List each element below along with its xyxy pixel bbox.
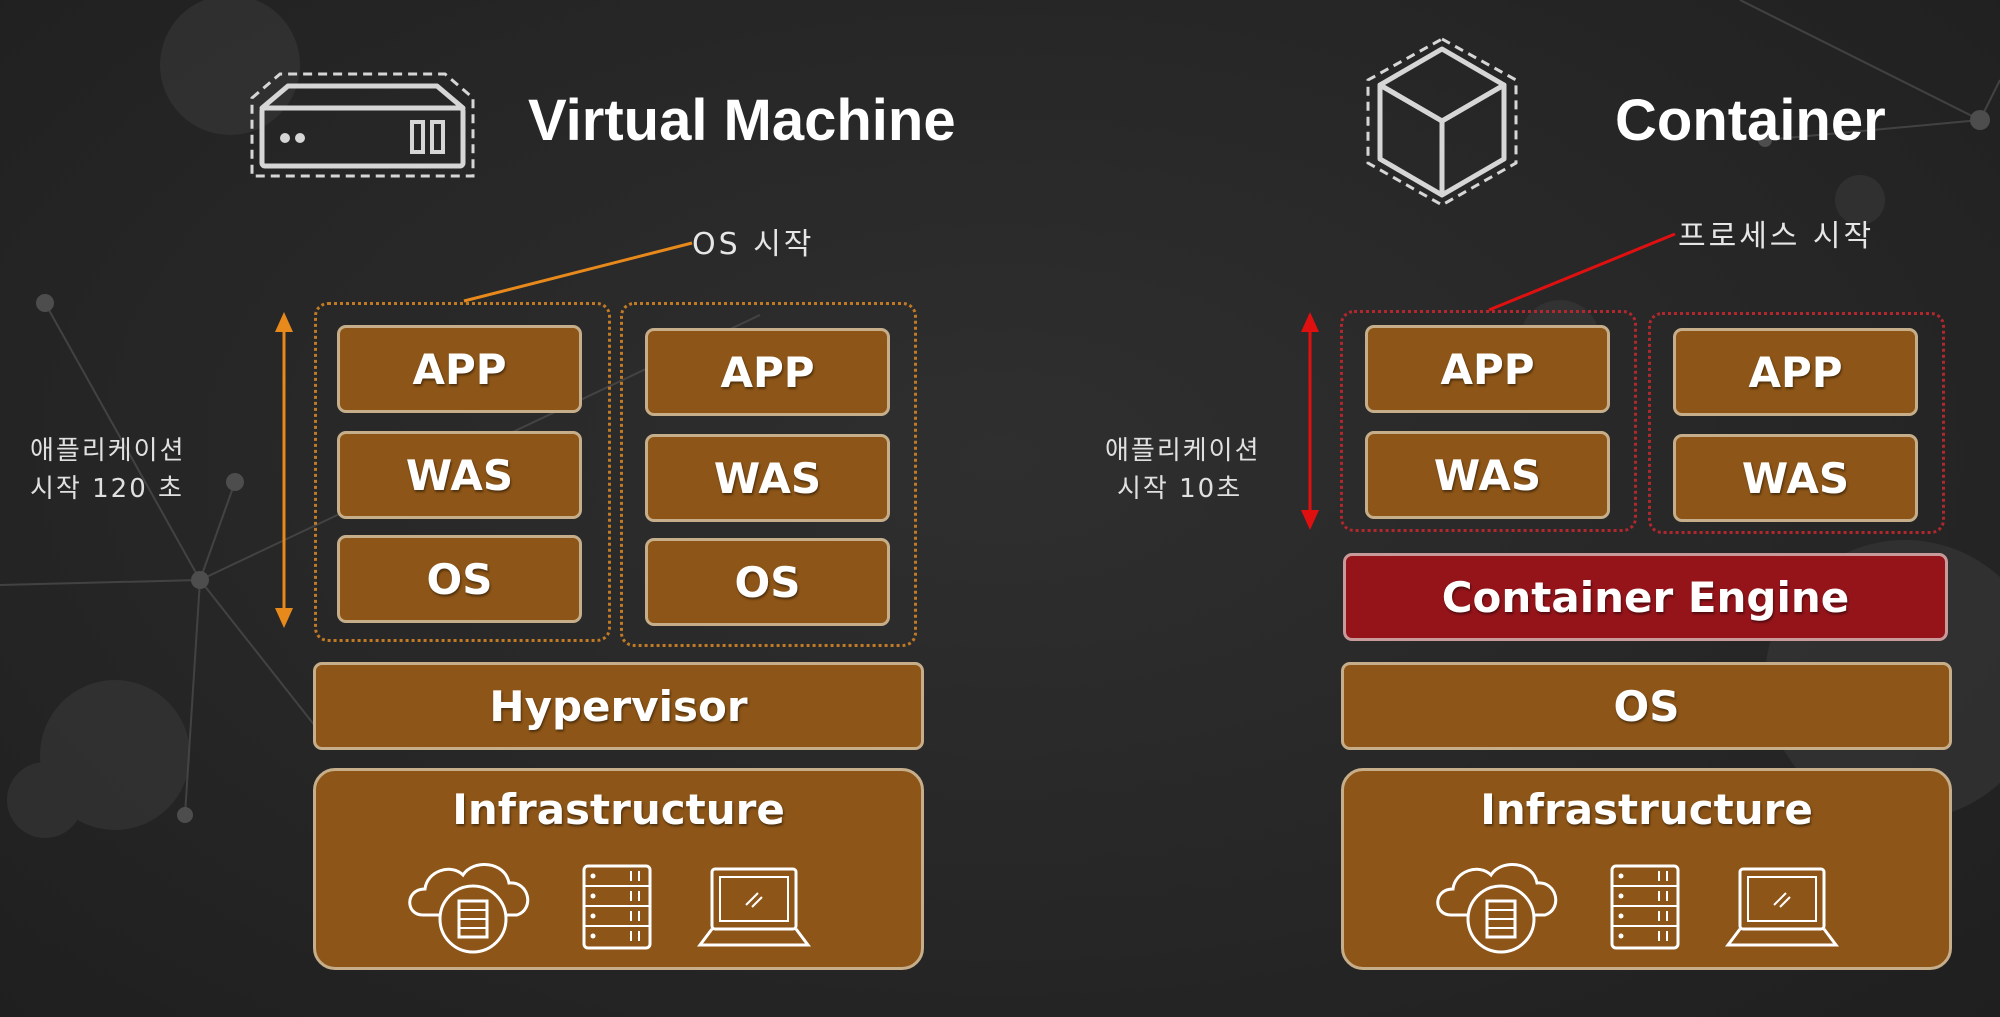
vm-was-block-1: WAS — [337, 431, 582, 519]
laptop-icon — [1725, 867, 1839, 947]
laptop-icon — [697, 867, 811, 947]
vm-infrastructure-block: Infrastructure — [313, 768, 924, 970]
vm-app-group-2 — [620, 302, 917, 647]
container-app-group-1 — [1340, 310, 1637, 532]
cloud-database-icon — [1436, 863, 1558, 954]
container-app-group-2 — [1648, 312, 1945, 534]
cube-icon — [1366, 37, 1518, 207]
container-os-block: OS — [1341, 662, 1952, 750]
server-rack-icon — [1610, 864, 1680, 950]
server-icon — [250, 72, 475, 178]
vm-note: OS 시작 — [692, 227, 815, 262]
vm-app-block-2: APP — [645, 328, 890, 416]
container-startup-label-line1: 애플리케이션 — [1105, 436, 1261, 466]
vm-was-block-2: WAS — [645, 434, 890, 522]
cloud-database-icon — [408, 863, 530, 954]
container-infrastructure-label: Infrastructure — [1480, 785, 1813, 834]
vm-note-callout-line — [463, 241, 693, 303]
vm-infrastructure-label: Infrastructure — [452, 785, 785, 834]
container-infrastructure-block: Infrastructure — [1341, 768, 1952, 970]
container-title: Container — [1615, 88, 1886, 153]
vm-startup-label-line1: 애플리케이션 — [30, 436, 186, 466]
container-startup-label-line2: 시작 10초 — [1117, 474, 1243, 504]
vm-os-block-1: OS — [337, 535, 582, 623]
vm-title: Virtual Machine — [528, 88, 956, 153]
vm-startup-label: 애플리케이션 시작 120 초 — [30, 432, 186, 508]
container-app-block-2: APP — [1673, 328, 1918, 416]
hypervisor-block: Hypervisor — [313, 662, 924, 750]
container-note: 프로세스 시작 — [1678, 219, 1875, 254]
vm-app-group-1 — [314, 302, 611, 642]
container-note-callout-line — [1488, 232, 1676, 312]
server-rack-icon — [582, 864, 652, 950]
container-was-block-1: WAS — [1365, 431, 1610, 519]
container-was-block-2: WAS — [1673, 434, 1918, 522]
vm-startup-arrow — [275, 312, 293, 628]
vm-os-block-2: OS — [645, 538, 890, 626]
container-engine-block: Container Engine — [1343, 553, 1948, 641]
container-startup-label: 애플리케이션 시작 10초 — [1105, 432, 1261, 508]
container-startup-arrow — [1301, 312, 1319, 530]
vm-startup-label-line2: 시작 120 초 — [30, 474, 184, 504]
container-app-block-1: APP — [1365, 325, 1610, 413]
vm-app-block-1: APP — [337, 325, 582, 413]
